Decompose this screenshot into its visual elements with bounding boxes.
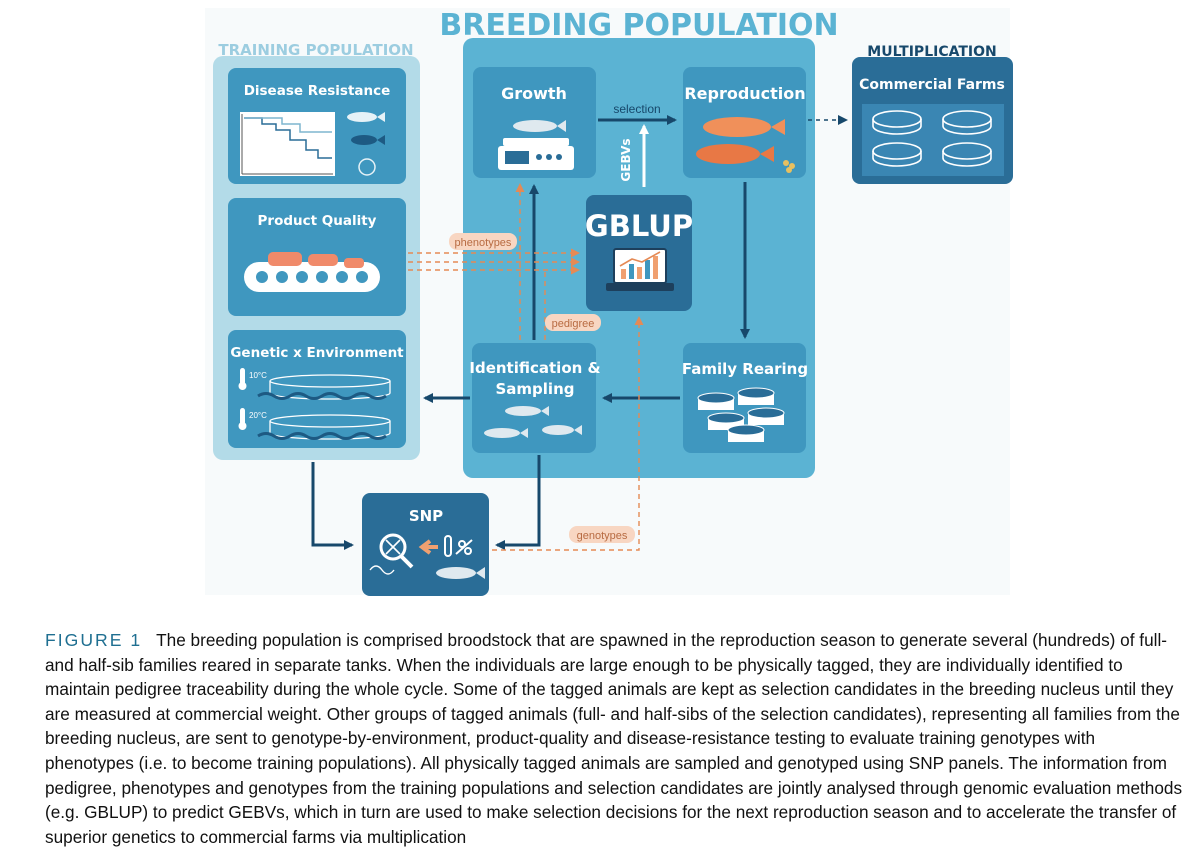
reproduction-label: Reproduction: [684, 84, 805, 103]
weighing-scale-icon: [498, 120, 574, 170]
phenotypes-tag: [449, 233, 517, 250]
data-flow-arrows: [408, 183, 644, 551]
training-population-title: TRAINING POPULATION: [218, 41, 413, 59]
figure-label: FIGURE 1: [45, 630, 143, 650]
gxe-box: [228, 330, 406, 448]
broodstock-fish-icon: [696, 117, 795, 173]
gblup-label: GBLUP: [585, 209, 693, 243]
growth-label: Growth: [501, 84, 567, 103]
rearing-tanks-icon: [697, 387, 785, 442]
conveyor-belt-icon: [244, 252, 380, 292]
fish-icons: [347, 112, 385, 176]
selection-label: selection: [613, 102, 660, 116]
laptop-chart-icon: [606, 248, 674, 291]
pedigree-label: pedigree: [552, 318, 595, 330]
sample-tube-icon: [444, 535, 473, 557]
breeding-program-diagram: BREEDING POPULATION TRAINING POPULATION …: [213, 8, 1013, 596]
sea-cages-icon: [862, 104, 1004, 176]
snp-arrow-icon: [418, 539, 438, 555]
disease-resistance-label: Disease Resistance: [244, 83, 391, 99]
thermometer-icon: [238, 368, 247, 430]
multiplication-title: MULTIPLICATION: [867, 44, 996, 60]
genotypes-tag: [569, 526, 635, 543]
tagged-fish-icon: [484, 406, 582, 438]
snp-label: SNP: [409, 507, 443, 525]
pedigree-tag: [545, 314, 601, 331]
caption-text: The breeding population is comprised bro…: [45, 630, 1183, 847]
survival-curve-icon: [240, 112, 335, 176]
temp-low-label: 10°C: [249, 371, 267, 380]
flow-arrows: [311, 115, 848, 550]
identification-label-line1: Identification &: [469, 359, 600, 377]
phenotypes-label: phenotypes: [455, 237, 512, 249]
product-quality-label: Product Quality: [258, 213, 377, 229]
net-pen-icon: [257, 374, 391, 440]
gxe-label: Genetic x Environment: [230, 345, 404, 361]
snp-fish-icon: [436, 567, 485, 579]
breeding-population-title: BREEDING POPULATION: [439, 8, 838, 43]
gebvs-label: GEBVs: [619, 138, 633, 181]
genotypes-label: genotypes: [577, 530, 628, 542]
dna-magnifier-icon: [369, 533, 414, 575]
commercial-farms-label: Commercial Farms: [859, 77, 1005, 93]
identification-sampling-box: [472, 343, 596, 453]
temp-high-label: 20°C: [249, 411, 267, 420]
identification-label-line2: Sampling: [496, 380, 575, 398]
family-rearing-label: Family Rearing: [682, 360, 808, 378]
